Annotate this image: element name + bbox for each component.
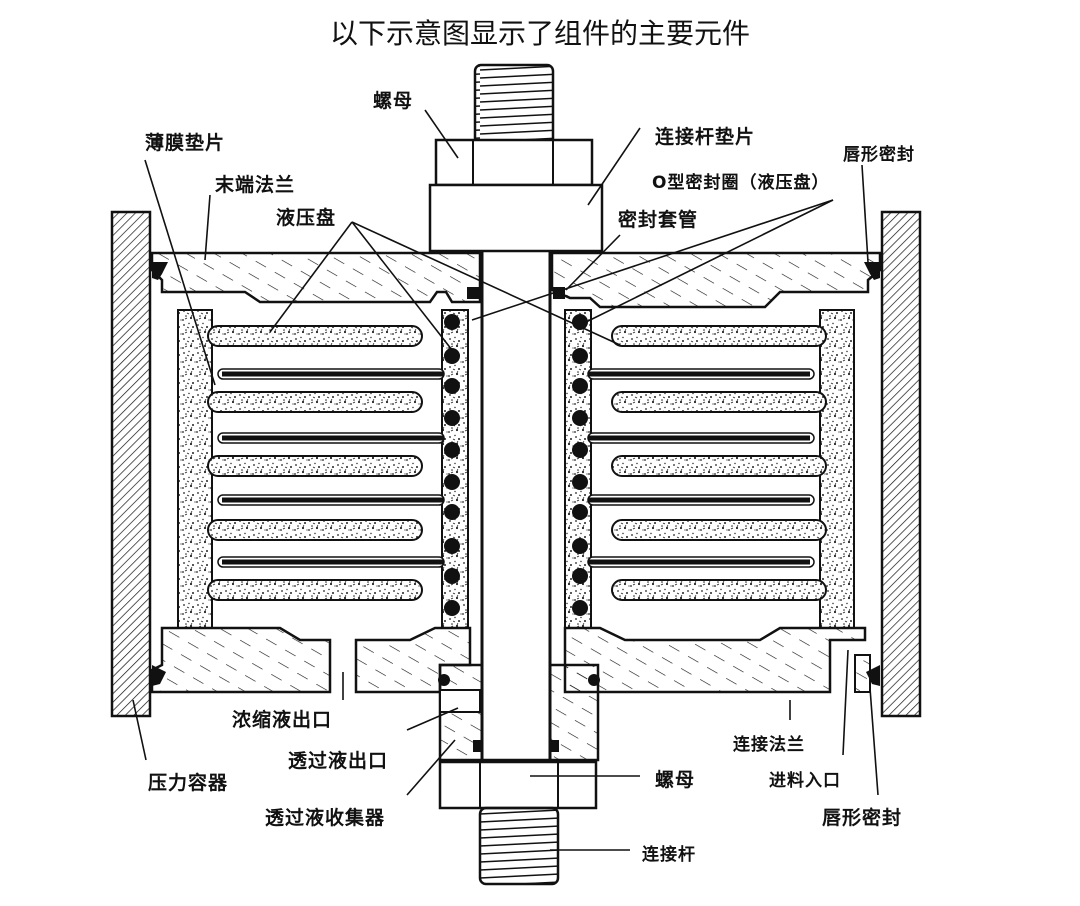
o-ring-left	[444, 504, 460, 520]
membrane-leaf-left	[207, 391, 423, 413]
o-ring-right	[572, 378, 588, 394]
o-ring-left	[444, 348, 460, 364]
tie-rod-thread-bottom	[478, 806, 560, 886]
pressure-vessel-wall-left	[110, 210, 152, 718]
label-feed-inlet: 进料入口	[769, 771, 841, 791]
label-lip-seal-top: 唇形密封	[843, 145, 915, 165]
connect-flange-right	[563, 626, 867, 694]
o-ring-right	[572, 538, 588, 554]
lip-seal-top-left	[152, 262, 168, 280]
o-ring-right	[572, 474, 588, 490]
label-membrane-gasket: 薄膜垫片	[145, 132, 226, 154]
membrane-sheet-left-core	[222, 371, 444, 377]
label-rod-gasket: 连接杆垫片	[655, 126, 756, 148]
o-ring-left	[444, 474, 460, 490]
leader-lines	[132, 109, 879, 851]
concentrate-flange-left	[150, 626, 332, 694]
o-ring-left	[444, 314, 460, 330]
membrane-pack	[177, 309, 855, 629]
o-ring-right	[572, 600, 588, 616]
lip-seal-bottom-left	[152, 665, 166, 686]
label-oring: O型密封圈（液压盘）	[652, 173, 830, 193]
lip-seal-top-right	[864, 262, 880, 280]
label-seal-sleeve: 密封套管	[618, 209, 699, 231]
label-pressure-vessel: 压力容器	[148, 772, 229, 794]
lip-seal-bottom-right	[866, 665, 880, 686]
tie-rod-thread-top	[473, 63, 555, 147]
o-ring-left	[444, 568, 460, 584]
label-lip-seal-bottom: 唇形密封	[822, 807, 903, 829]
o-ring-right	[572, 442, 588, 458]
o-ring-left	[444, 600, 460, 616]
label-permeate-outlet: 透过液出口	[288, 750, 389, 772]
membrane-leaf-left	[207, 519, 423, 541]
label-nut-top: 螺母	[373, 90, 414, 112]
membrane-sheet-right-core	[588, 497, 810, 503]
seal-sleeve-top-left	[467, 287, 479, 299]
o-ring-right	[572, 504, 588, 520]
o-ring-right	[572, 410, 588, 426]
membrane-leaf-left	[207, 579, 423, 601]
label-hydraulic-disc: 液压盘	[276, 207, 337, 229]
label-permeate-collector: 透过液收集器	[265, 807, 386, 829]
label-end-flange: 末端法兰	[215, 174, 296, 196]
membrane-leaf-left	[207, 455, 423, 477]
o-ring-right	[572, 348, 588, 364]
membrane-sheet-right-core	[588, 435, 810, 441]
label-connect-flange: 连接法兰	[733, 735, 805, 755]
label-tie-rod: 连接杆	[642, 845, 696, 865]
o-ring-left	[444, 410, 460, 426]
end-flange-right	[550, 251, 882, 309]
permeate-outlet-gap	[439, 689, 481, 713]
membrane-leaf-right	[611, 391, 827, 413]
pressure-vessel-wall-right	[880, 210, 922, 718]
membrane-sheet-right-core	[588, 559, 810, 565]
nut-top	[434, 138, 594, 187]
membrane-sheet-left-core	[222, 435, 444, 441]
membrane-leaf-right	[611, 325, 827, 347]
membrane-sheet-right-core	[588, 371, 810, 377]
membrane-leaf-left	[207, 325, 423, 347]
membrane-sheet-left-core	[222, 559, 444, 565]
nut-bottom	[438, 760, 598, 810]
o-ring-left	[444, 378, 460, 394]
diagram-title: 以下示意图显示了组件的主要元件	[329, 17, 750, 50]
tie-rod	[480, 248, 552, 762]
membrane-leaf-right	[611, 455, 827, 477]
label-concentrate-outlet: 浓缩液出口	[232, 709, 333, 731]
end-flange-left	[150, 251, 482, 304]
o-ring-right	[572, 314, 588, 330]
membrane-leaf-right	[611, 579, 827, 601]
o-ring-right	[572, 568, 588, 584]
membrane-sheet-left-core	[222, 497, 444, 503]
o-ring-left	[444, 442, 460, 458]
rod-gasket-top	[428, 183, 604, 253]
membrane-leaf-right	[611, 519, 827, 541]
label-nut-bottom: 螺母	[655, 769, 696, 791]
o-ring-left	[444, 538, 460, 554]
